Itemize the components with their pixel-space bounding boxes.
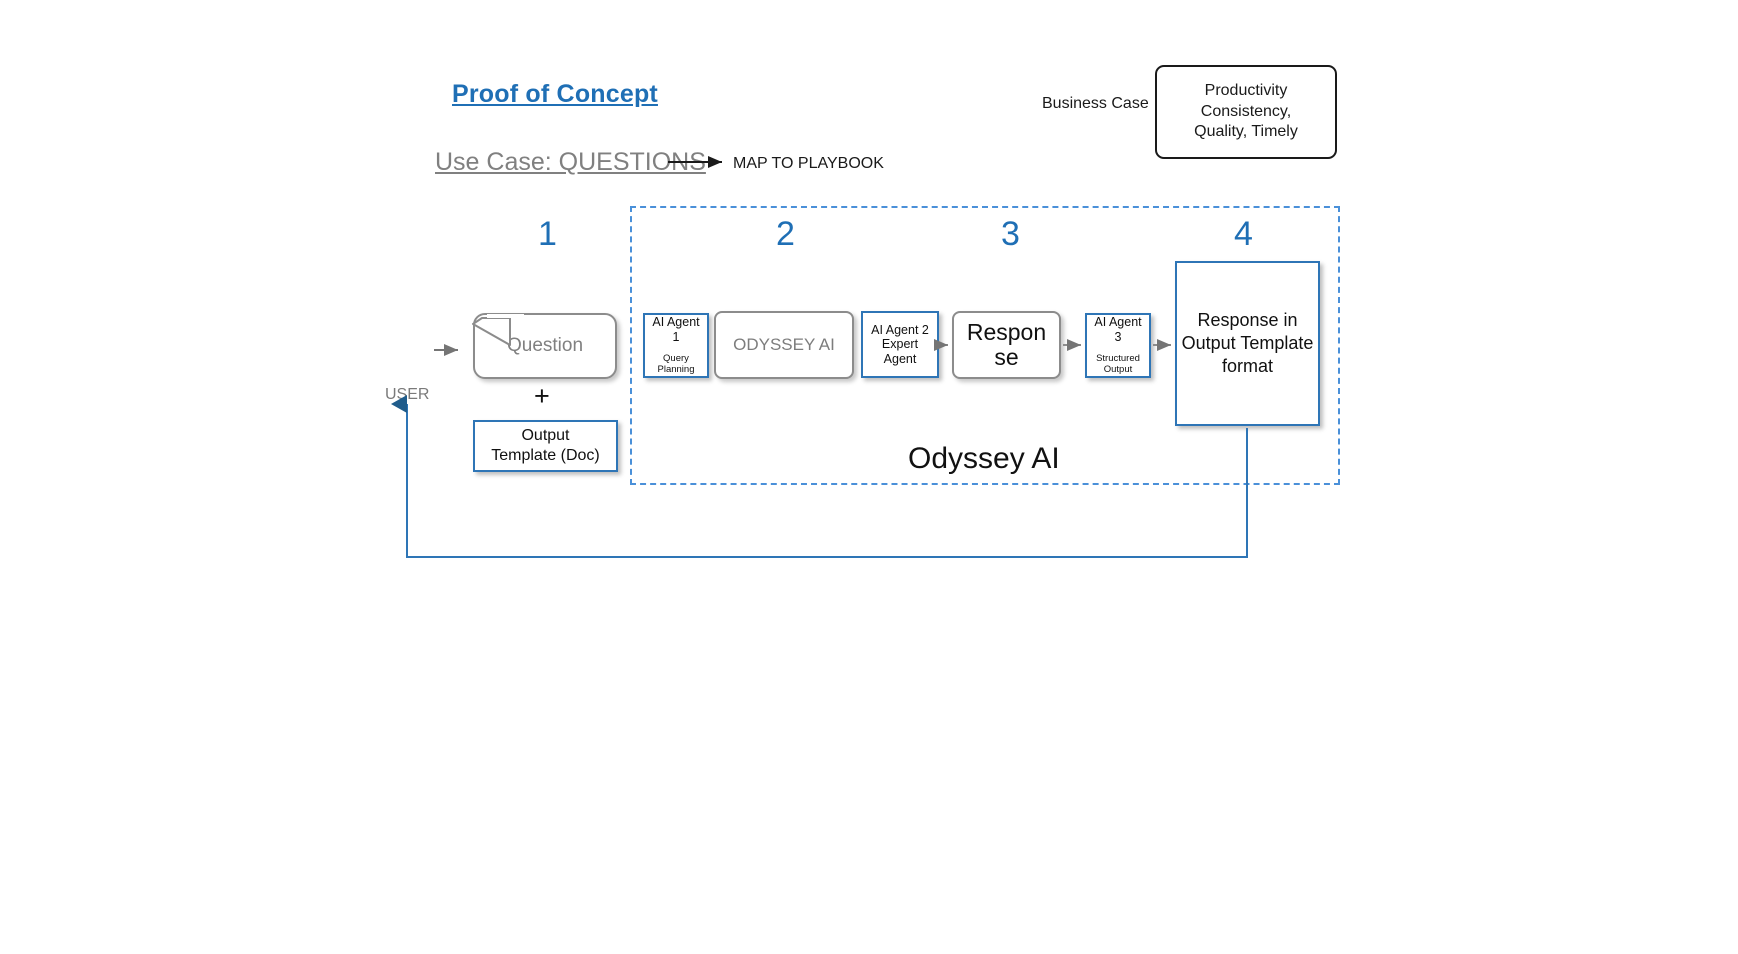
output-template-label: Output Template (Doc) <box>491 427 600 464</box>
question-label: Question <box>506 335 584 356</box>
map-to-playbook-label: MAP TO PLAYBOOK <box>733 155 884 172</box>
response-box: Response <box>952 311 1061 379</box>
page-title: Proof of Concept <box>452 80 658 108</box>
plus-sign-icon: + <box>534 381 550 411</box>
business-case-box: Productivity Consistency, Quality, Timel… <box>1155 65 1337 159</box>
final-response-box: Response in Output Template format <box>1175 261 1320 426</box>
business-case-text: Productivity Consistency, Quality, Timel… <box>1194 82 1298 141</box>
odyssey-ai-caption: Odyssey AI <box>908 442 1060 475</box>
output-template-box: Output Template (Doc) <box>473 420 618 472</box>
ai-agent-3-box: AI Agent 3 Structured Output <box>1085 313 1151 378</box>
ai-agent-1-title: AI Agent 1 <box>652 315 700 344</box>
use-case-title: Use Case: QUESTIONS <box>435 148 706 176</box>
odyssey-ai-engine-label: ODYSSEY AI <box>733 335 835 354</box>
ai-agent-2-box: AI Agent 2 Expert Agent <box>861 311 939 378</box>
step-number-3: 3 <box>1001 215 1020 253</box>
business-case-label: Business Case <box>1042 95 1149 112</box>
question-speech-bubble: Question <box>473 313 617 379</box>
ai-agent-3-title: AI Agent 3 <box>1094 315 1142 344</box>
step-number-4: 4 <box>1234 215 1253 253</box>
response-label: Response <box>966 318 1047 370</box>
odyssey-ai-engine-box: ODYSSEY AI <box>714 311 854 379</box>
step-number-1: 1 <box>538 215 557 253</box>
ai-agent-1-subtitle: Query Planning <box>657 352 695 375</box>
ai-agent-2-title: AI Agent 2 Expert Agent <box>871 322 929 366</box>
ai-agent-1-box: AI Agent 1 Query Planning <box>643 313 709 378</box>
final-response-label: Response in Output Template format <box>1181 310 1314 376</box>
ai-agent-3-subtitle: Structured Output <box>1096 352 1140 375</box>
step-number-2: 2 <box>776 215 795 253</box>
user-label: USER <box>385 386 430 403</box>
